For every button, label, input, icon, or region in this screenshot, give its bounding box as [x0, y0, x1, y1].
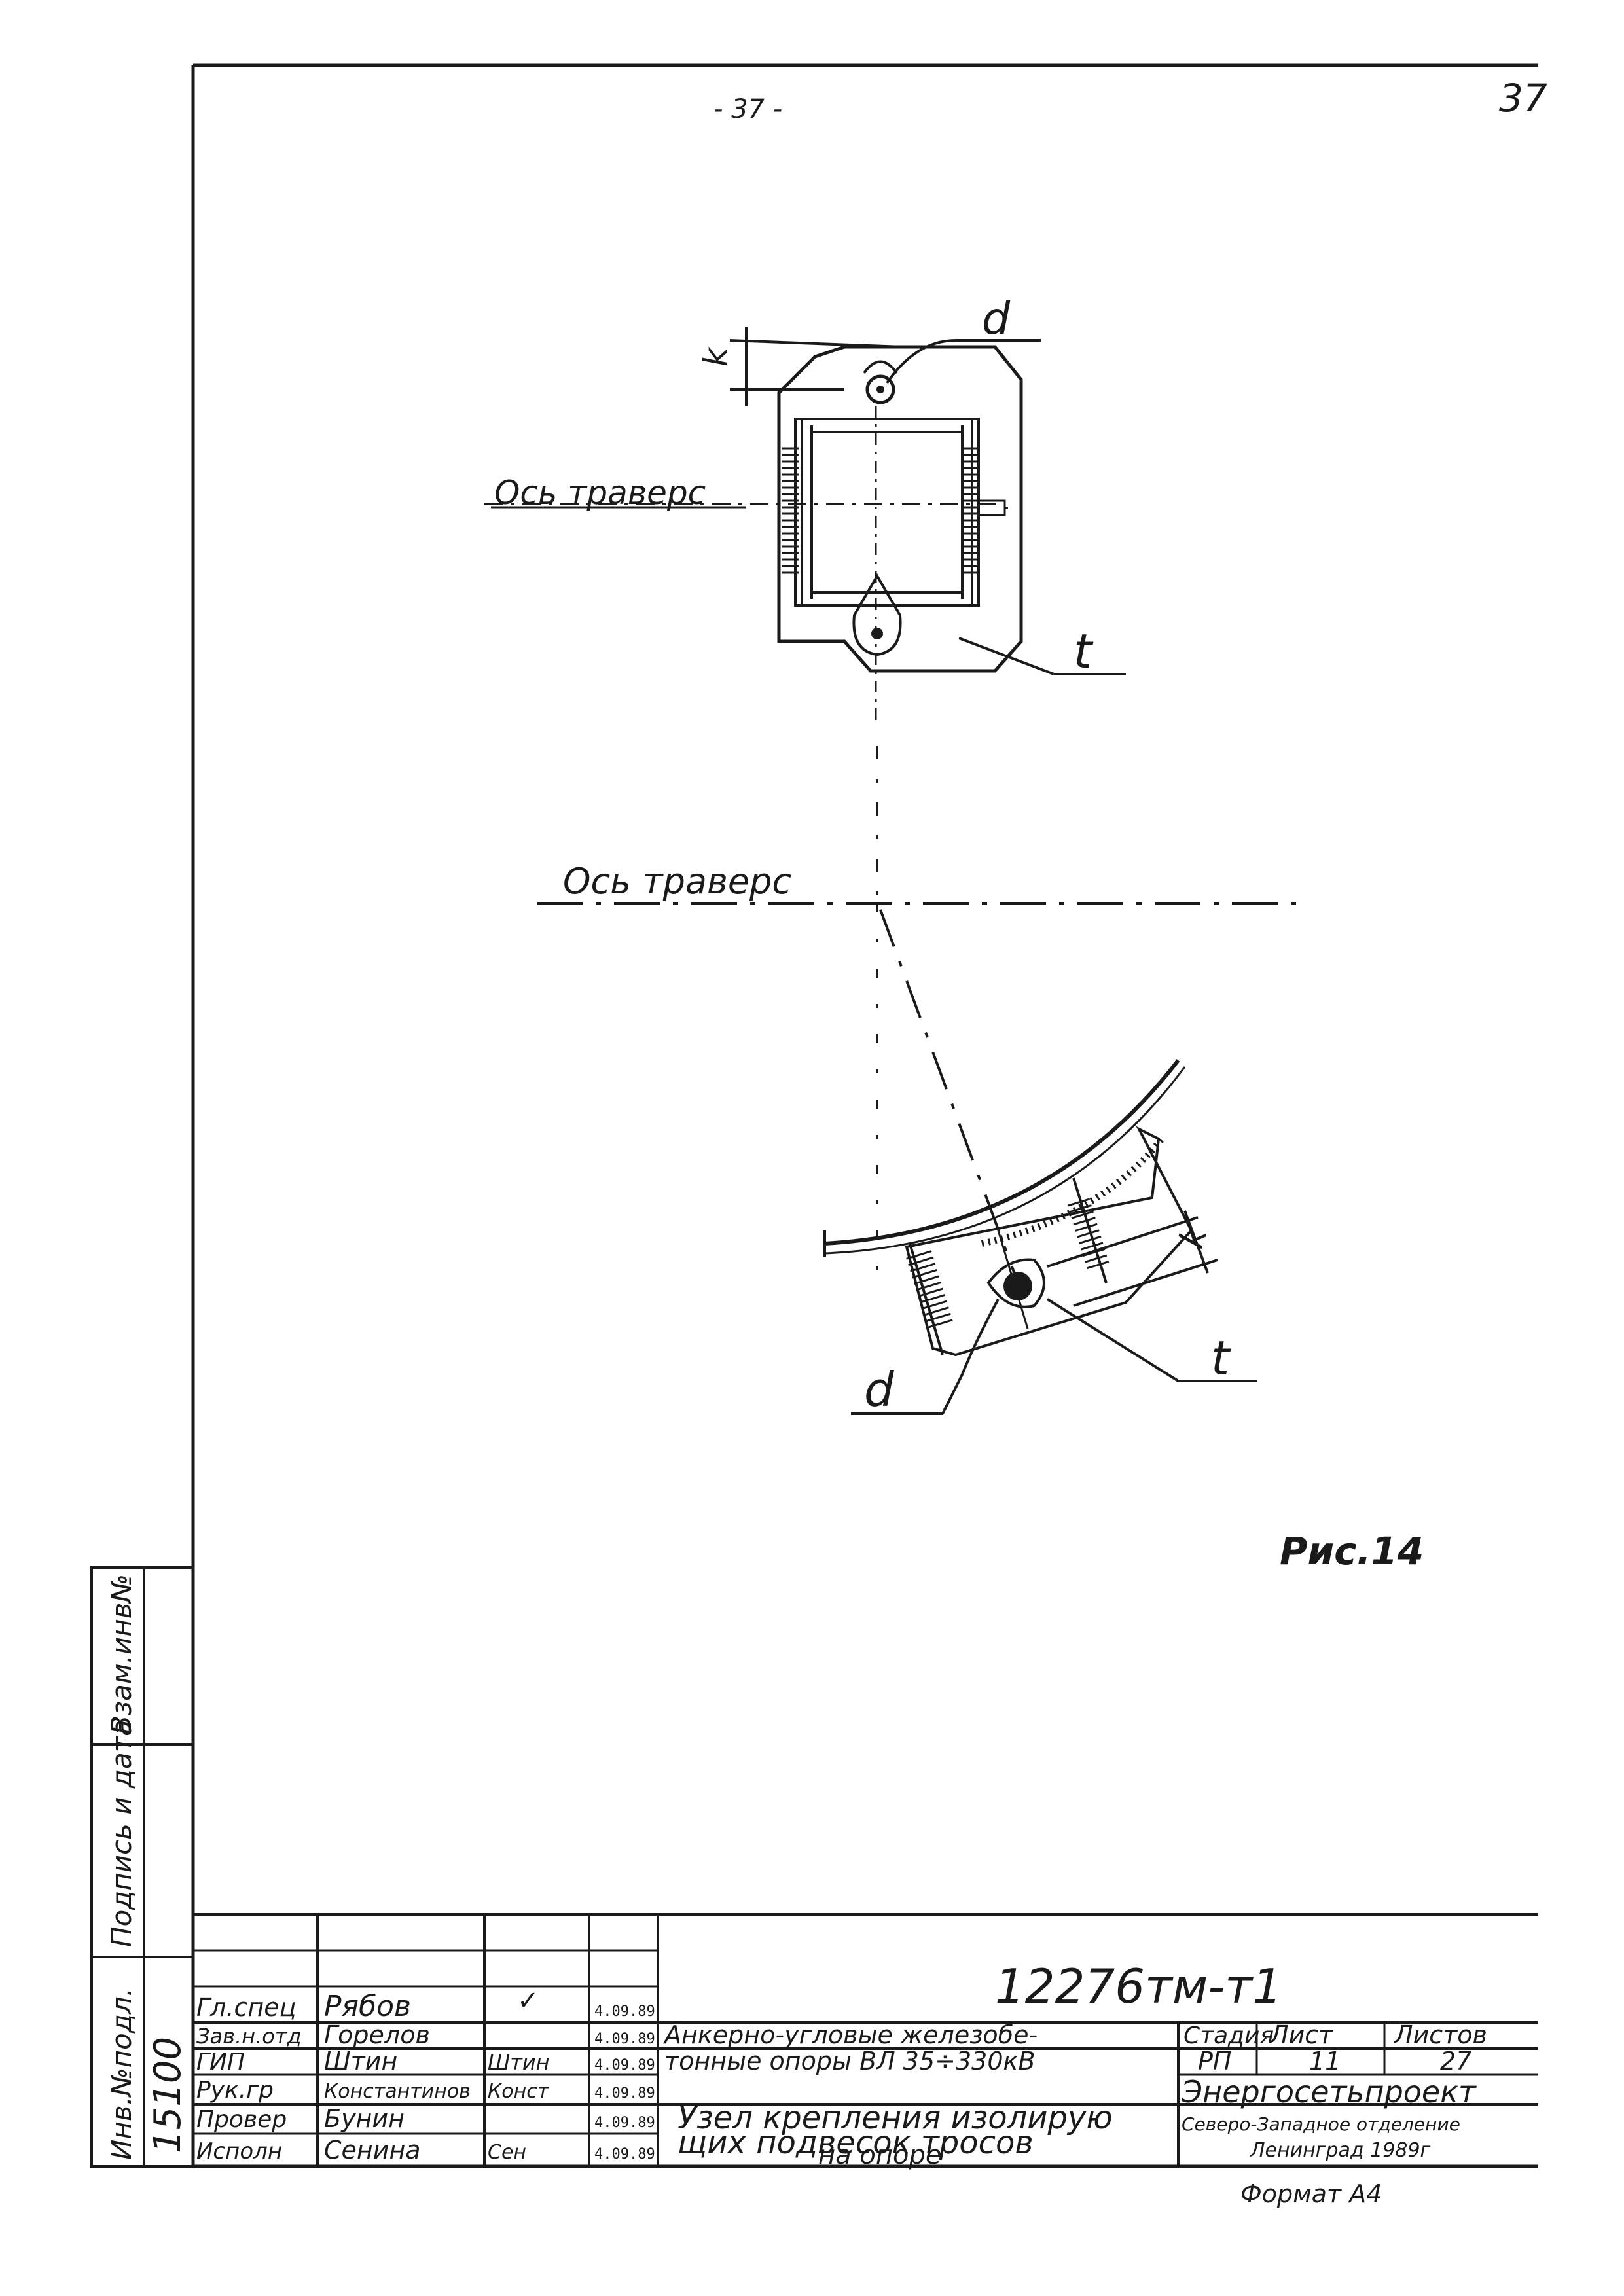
staff-sign: ✓: [517, 1986, 539, 2016]
main-axis-label: Ось траверс: [563, 861, 791, 902]
org-branch: Северо-Западное отделение: [1182, 2113, 1460, 2135]
staff-name: Рябов: [324, 1990, 411, 2023]
staff-date: 4.09.89: [594, 2031, 655, 2047]
staff-name: Горелов: [324, 2020, 430, 2049]
staff-sign: Штин: [488, 2050, 550, 2075]
staff-row-4: Провер Бунин 4.09.89: [196, 2104, 655, 2133]
page-mark: - 37 -: [713, 94, 782, 124]
org-name: Энергосетьпроект: [1181, 2074, 1477, 2109]
top-label-t: t: [1074, 624, 1094, 679]
staff-row-3: Рук.гр Константинов Конст 4.09.89: [196, 2077, 655, 2104]
bottom-weld-right: [1066, 1196, 1110, 1272]
sheet-format: Формат А4: [1240, 2179, 1382, 2208]
stamp-inv-zam: Взам.инв№: [105, 1574, 137, 1734]
title-block: 12276тм-т1 Гл.спец Рябов ✓ 4.09.89 Зав.н…: [193, 1913, 1538, 2208]
sheet-value: 11: [1309, 2047, 1341, 2075]
staff-role: Исполн: [196, 2138, 282, 2164]
staff-name: Константинов: [324, 2080, 471, 2103]
sheets-header: Листов: [1393, 2020, 1487, 2049]
sheet-title-line1: Узел крепления изолирую: [677, 2100, 1113, 2136]
top-label-d: d: [982, 293, 1011, 345]
sheet-title-line2: щих подвесок тросов: [677, 2125, 1034, 2161]
bottom-label-t: t: [1211, 1331, 1231, 1386]
figure-caption: Рис.14: [1280, 1529, 1424, 1573]
staff-name: Бунин: [324, 2104, 405, 2133]
staff-role: ГИП: [196, 2049, 245, 2075]
staff-role: Зав.н.отд: [196, 2024, 302, 2049]
top-label-k: k: [696, 346, 734, 367]
sheet-title-line3: на опоре: [818, 2140, 941, 2170]
staff-name: Штин: [324, 2047, 397, 2075]
staff-role: Провер: [196, 2106, 287, 2133]
bottom-attachment-node: k t d: [823, 1059, 1257, 1417]
org-city: Ленинград 1989г: [1250, 2139, 1431, 2162]
side-stamp: Взам.инв№ Подпись и дата Инв.№подл. 1510…: [90, 1566, 194, 2168]
sheets-value: 27: [1440, 2047, 1471, 2075]
bottom-label-k: k: [1172, 1221, 1216, 1253]
stamp-inv-podl-value: 15100: [147, 2037, 189, 2153]
staff-date: 4.09.89: [594, 2057, 655, 2073]
sheet-frame: [191, 63, 1538, 2166]
staff-row-0: Гл.спец Рябов ✓ 4.09.89: [196, 1986, 655, 2023]
stamp-sign-date: Подпись и дата: [105, 1719, 137, 1947]
stamp-inv-podl: Инв.№подл.: [105, 1988, 137, 2160]
staff-row-2: ГИП Штин Штин 4.09.89: [196, 2047, 655, 2075]
top-axis-label: Ось траверс: [494, 474, 706, 512]
bottom-weld-left: [905, 1247, 954, 1331]
staff-name: Сенина: [324, 2136, 421, 2164]
staff-row-5: Исполн Сенина Сен 4.09.89: [196, 2136, 655, 2164]
sheet-number: 37: [1499, 76, 1547, 120]
staff-row-1: Зав.н.отд Горелов 4.09.89: [196, 2020, 655, 2049]
staff-date: 4.09.89: [594, 2146, 655, 2162]
staff-role: Рук.гр: [196, 2077, 274, 2104]
stage-value: РП: [1198, 2047, 1232, 2075]
staff-role: Гл.спец: [196, 1993, 297, 2022]
staff-sign: Сен: [488, 2141, 526, 2164]
sheet-header: Лист: [1269, 2020, 1334, 2049]
top-weld-left: [782, 445, 799, 576]
top-attachment-node: k d Ось траверс: [484, 293, 1126, 726]
staff-sign: Конст: [488, 2080, 550, 2103]
project-title-line1: Анкерно-угловые железобе-: [662, 2020, 1038, 2049]
top-weld-right: [962, 445, 979, 576]
bottom-label-d: d: [864, 1362, 895, 1417]
stage-header: Стадия: [1183, 2022, 1274, 2049]
staff-date: 4.09.89: [594, 2115, 655, 2131]
staff-date: 4.09.89: [594, 2003, 655, 2020]
doc-code: 12276тм-т1: [995, 1959, 1282, 2014]
staff-date: 4.09.89: [594, 2085, 655, 2102]
main-traverse-axis: Ось траверс: [537, 746, 1303, 1283]
project-title-line2: тонные опоры ВЛ 35÷330кВ: [664, 2047, 1036, 2075]
